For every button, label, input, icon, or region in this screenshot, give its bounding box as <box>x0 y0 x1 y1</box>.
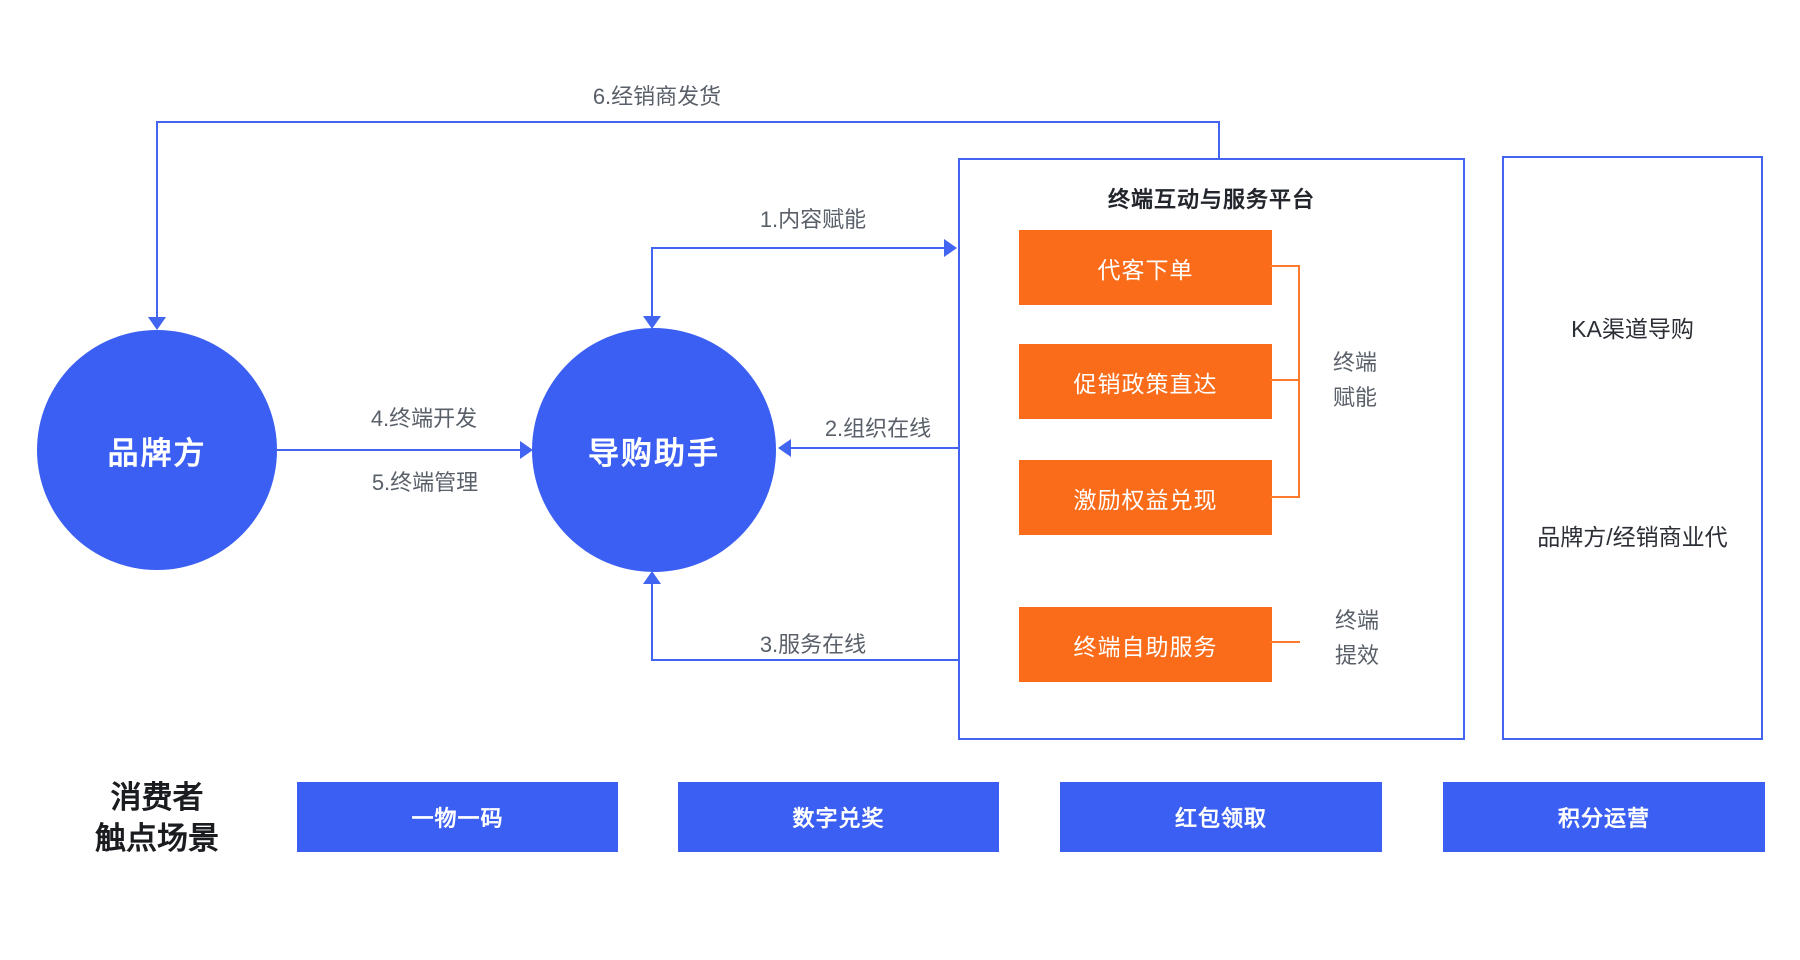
flow1-horizontal-line <box>651 247 945 249</box>
bracket-label-empower-line2: 赋能 <box>1332 385 1377 410</box>
ka-channel-label: KA渠道导购 <box>1571 316 1694 342</box>
flow3-vertical-line <box>651 584 653 661</box>
bracket-label-efficiency-line2: 提效 <box>1334 643 1379 668</box>
bracket-stub-4 <box>1270 641 1300 643</box>
module-self-service: 终端自助服务 <box>1019 607 1272 682</box>
flow6-right-drop-line <box>1218 121 1220 159</box>
brand-node: 品牌方 <box>37 330 277 570</box>
bracket-vertical <box>1298 265 1300 498</box>
flow6-arrowhead-down-icon <box>148 317 166 330</box>
scene-one-item-one-code: 一物一码 <box>297 782 618 852</box>
scene-points-operation: 积分运营 <box>1443 782 1765 852</box>
guide-assistant-node-label: 导购助手 <box>588 435 720 471</box>
module-promo-policy: 促销政策直达 <box>1019 344 1272 419</box>
bracket-label-empower: 终端 赋能 <box>1320 345 1390 415</box>
flow2-line <box>790 447 958 449</box>
scene-red-packet: 红包领取 <box>1060 782 1382 852</box>
flow6-label: 6.经销商发货 <box>588 79 726 111</box>
flow1-arrowhead-right-icon <box>944 239 957 257</box>
flow4-label: 4.终端开发 <box>366 401 482 433</box>
ka-channel-box: KA渠道导购 品牌方/经销商业代 <box>1502 156 1763 740</box>
bracket-stub-3 <box>1270 496 1300 498</box>
flow45-arrowhead-right-icon <box>520 441 533 459</box>
brand-node-label: 品牌方 <box>107 435 207 471</box>
bracket-stub-1 <box>1270 265 1300 267</box>
flow5-label: 5.终端管理 <box>367 465 483 497</box>
flow3-label: 3.服务在线 <box>755 627 871 659</box>
flow2-label: 2.组织在线 <box>820 411 936 443</box>
flow6-left-drop-line <box>156 121 158 319</box>
bracket-label-efficiency-line1: 终端 <box>1334 608 1379 633</box>
flow1-vertical-line <box>651 248 653 318</box>
platform-box: 终端互动与服务平台 代客下单 促销政策直达 激励权益兑现 终端自助服务 <box>958 158 1465 740</box>
flow6-horizontal-line <box>157 121 1220 123</box>
flow45-line <box>277 449 522 451</box>
platform-title: 终端互动与服务平台 <box>1107 187 1315 212</box>
bracket-stub-2 <box>1270 379 1300 381</box>
guide-assistant-node: 导购助手 <box>532 328 776 572</box>
bracket-label-efficiency: 终端 提效 <box>1322 603 1392 673</box>
flow3-horizontal-line <box>651 659 958 661</box>
module-proxy-order: 代客下单 <box>1019 230 1272 305</box>
flow1-arrowhead-down-icon <box>643 316 661 329</box>
module-incentive: 激励权益兑现 <box>1019 460 1272 535</box>
consumer-touchpoint-title-line2: 触点场景 <box>95 821 219 856</box>
consumer-touchpoint-title-line1: 消费者 <box>110 780 204 815</box>
flow2-arrowhead-left-icon <box>778 439 791 457</box>
bracket-label-empower-line1: 终端 <box>1332 350 1377 375</box>
flow1-label: 1.内容赋能 <box>755 202 871 234</box>
brand-distributor-rep-label: 品牌方/经销商业代 <box>1537 524 1728 550</box>
scene-digital-redeem: 数字兑奖 <box>678 782 999 852</box>
consumer-touchpoint-title: 消费者 触点场景 <box>57 777 257 859</box>
flow3-arrowhead-up-icon <box>643 571 661 584</box>
